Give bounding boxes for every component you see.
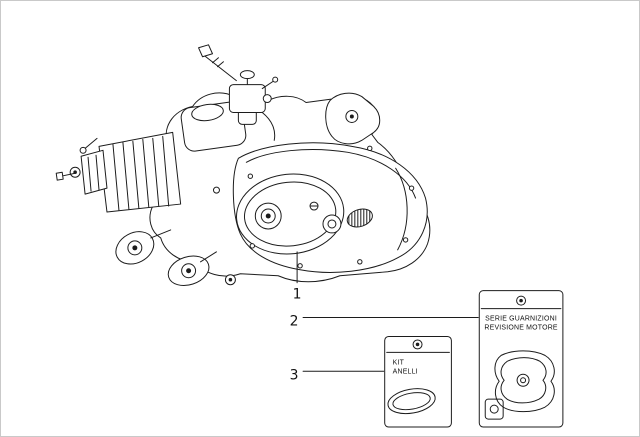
mount-bracket-upper bbox=[325, 92, 381, 145]
ring-kit-box: KIT ANELLI bbox=[384, 335, 452, 428]
cylinder-fins bbox=[98, 131, 182, 213]
callout-1: 1 bbox=[293, 251, 302, 303]
gasket-drawing bbox=[484, 350, 555, 420]
callout-2: 2 SERIE GUARNIZIONI REVISIONE MOTORE bbox=[290, 290, 564, 428]
mount-lugs-lower bbox=[115, 229, 236, 287]
gasket-kit-box: SERIE GUARNIZIONI REVISIONE MOTORE bbox=[478, 290, 564, 428]
carburetor bbox=[198, 44, 279, 141]
callout-3: 3 KIT ANELLI bbox=[290, 335, 452, 428]
part-number-3: 3 bbox=[290, 367, 299, 383]
engine-assembly-drawing bbox=[55, 44, 431, 287]
part-number-2: 2 bbox=[290, 314, 299, 330]
gasket-kit-label-line1: SERIE GUARNIZIONI bbox=[485, 316, 557, 323]
gasket-kit-label-line2: REVISIONE MOTORE bbox=[484, 324, 558, 331]
ring-kit-label-line1: KIT bbox=[393, 359, 405, 366]
ring-kit-label-line2: ANELLI bbox=[393, 368, 418, 375]
part-number-1: 1 bbox=[293, 287, 302, 303]
transmission-cover bbox=[232, 142, 428, 273]
case-screw bbox=[212, 186, 220, 194]
ring-drawing bbox=[387, 388, 436, 415]
cylinder-head bbox=[55, 137, 108, 195]
